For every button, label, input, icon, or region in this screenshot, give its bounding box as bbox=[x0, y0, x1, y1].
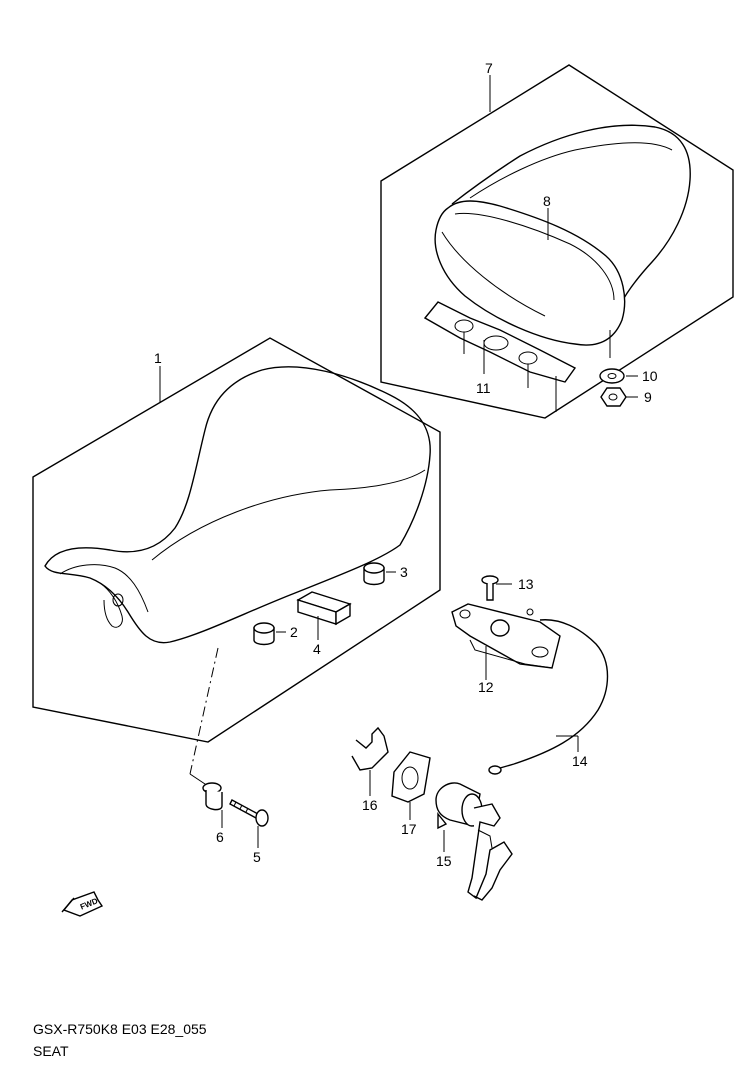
lock-plate bbox=[391, 751, 431, 803]
seat-key-lock bbox=[435, 782, 513, 901]
part-label-4: 4 bbox=[313, 641, 321, 657]
collar bbox=[202, 782, 223, 811]
leader-lines bbox=[159, 75, 638, 852]
bolt bbox=[229, 799, 269, 827]
part-label-8: 8 bbox=[543, 193, 551, 209]
seat-lock-bracket bbox=[451, 603, 561, 669]
part-label-9: 9 bbox=[644, 389, 652, 405]
key bbox=[467, 803, 513, 901]
part-label-3: 3 bbox=[400, 564, 408, 580]
washer bbox=[599, 368, 625, 384]
part-label-15: 15 bbox=[436, 853, 452, 869]
cable-clip bbox=[351, 726, 389, 771]
pad-block bbox=[296, 591, 352, 626]
rear-seat-base-plate bbox=[423, 301, 577, 383]
nut bbox=[600, 387, 627, 407]
section-title: SEAT bbox=[33, 1043, 69, 1059]
front-seat-group bbox=[32, 337, 441, 787]
part-label-17: 17 bbox=[401, 821, 417, 837]
front-seat-body bbox=[44, 366, 431, 644]
rear-seat-pad bbox=[434, 200, 626, 346]
part-label-5: 5 bbox=[253, 849, 261, 865]
part-label-6: 6 bbox=[216, 829, 224, 845]
part-label-14: 14 bbox=[572, 753, 588, 769]
cushion-upper bbox=[363, 562, 385, 586]
part-label-2: 2 bbox=[290, 624, 298, 640]
rear-seat-group bbox=[380, 64, 734, 419]
cushion-lower bbox=[253, 622, 275, 646]
part-label-10: 10 bbox=[642, 368, 658, 384]
screw bbox=[481, 575, 499, 601]
forward-direction-arrow: FWD bbox=[61, 891, 104, 917]
part-label-16: 16 bbox=[362, 797, 378, 813]
seat-lock-cable bbox=[488, 608, 609, 775]
part-label-7: 7 bbox=[485, 60, 493, 76]
model-code: GSX-R750K8 E03 E28_055 bbox=[33, 1021, 207, 1037]
part-label-11: 11 bbox=[476, 380, 491, 396]
part-label-1: 1 bbox=[154, 350, 162, 366]
front-seat-group-outline bbox=[32, 337, 441, 743]
part-label-13: 13 bbox=[518, 576, 534, 592]
part-label-12: 12 bbox=[478, 679, 494, 695]
rear-seat-group-outline bbox=[380, 64, 734, 419]
